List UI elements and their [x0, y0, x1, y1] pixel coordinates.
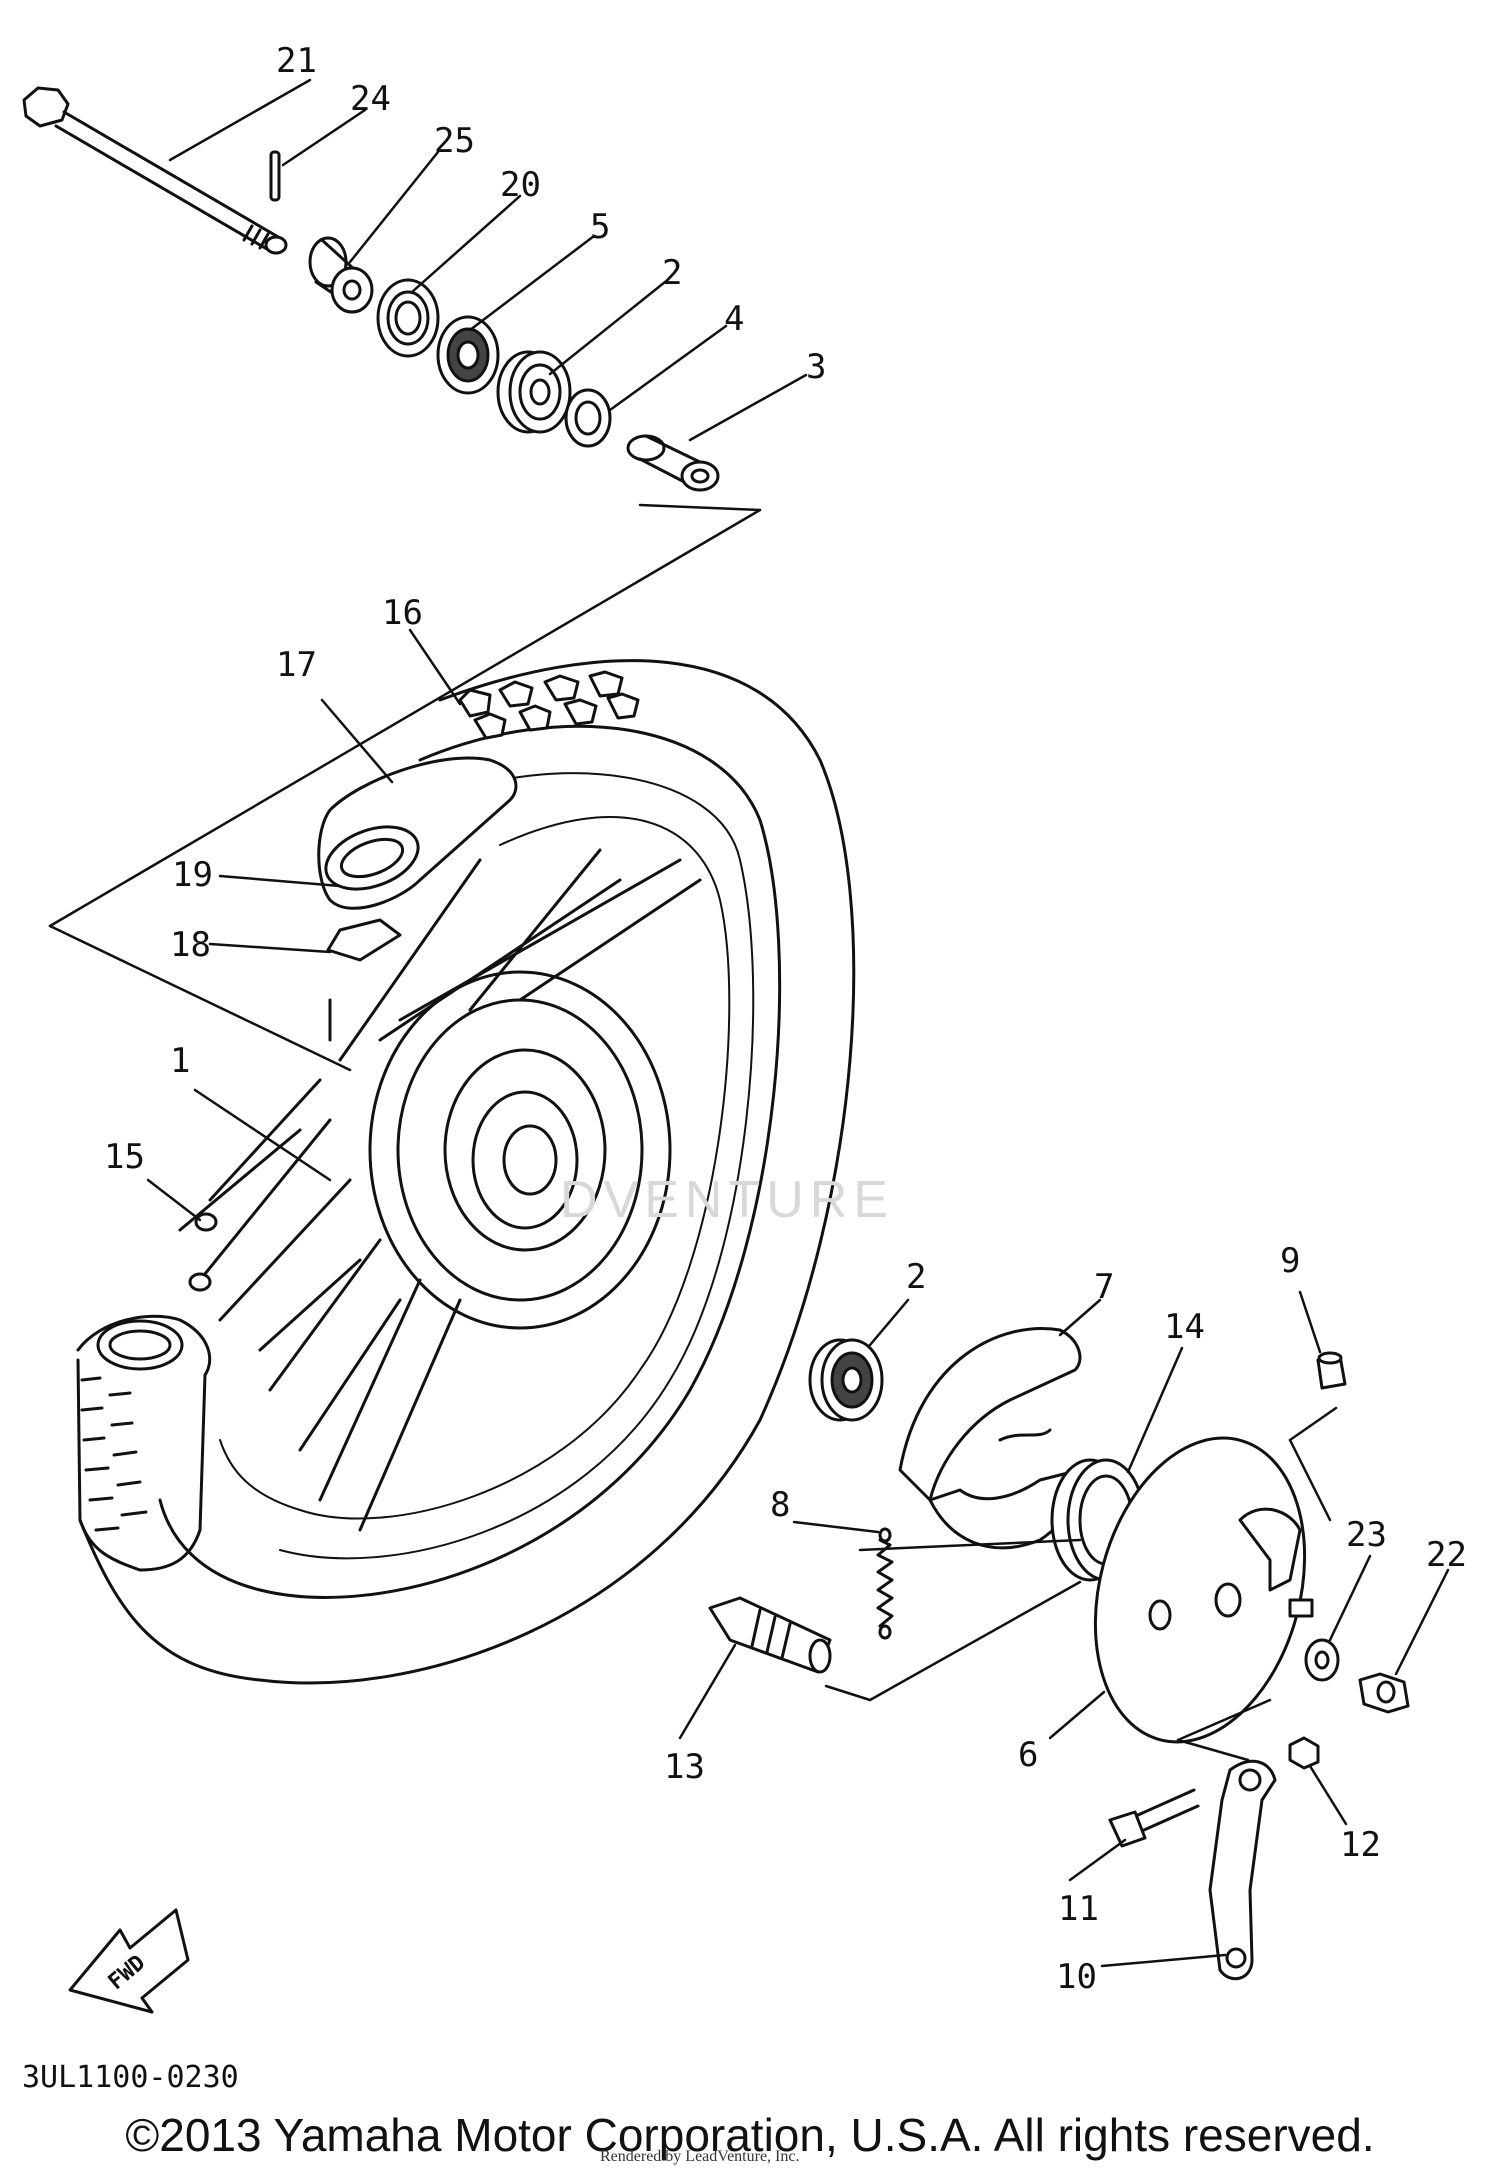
callout-12: 12: [1340, 1825, 1381, 1865]
callout-5: 5: [590, 207, 610, 247]
cam-lever-part: [1208, 1759, 1277, 1981]
tire-section-part: [76, 1314, 212, 1572]
brake-plate-part: [1093, 1436, 1314, 1744]
cam-seal-part: [1316, 1351, 1347, 1390]
bearing-part-b: [496, 350, 572, 434]
washer-part: [1304, 1638, 1340, 1682]
callout-7: 7: [1094, 1267, 1114, 1307]
spacer-flange-part: [564, 388, 612, 448]
rim-band-part: [326, 918, 402, 962]
nipple-part: [188, 1212, 218, 1292]
callout-15: 15: [104, 1137, 145, 1177]
callout-18: 18: [170, 925, 211, 965]
callout-8: 8: [770, 1485, 790, 1525]
spacer-part: [626, 434, 720, 492]
callout-16: 16: [382, 593, 423, 633]
bearing-part-a: [436, 315, 500, 395]
cotter-pin-part: [269, 150, 281, 202]
callout-24: 24: [350, 79, 391, 119]
callout-23: 23: [1346, 1515, 1387, 1555]
axle-part: [22, 86, 288, 255]
callout-4: 4: [724, 299, 744, 339]
diagram-code: 3UL1100-0230: [22, 2060, 239, 2095]
camshaft-part: [708, 1596, 832, 1674]
callout-22: 22: [1426, 1535, 1467, 1575]
callout-20: 20: [500, 165, 541, 205]
spring-part: [876, 1527, 894, 1640]
callout-17: 17: [276, 645, 317, 685]
callout-19: 19: [172, 855, 213, 895]
nut-part: [1358, 1672, 1410, 1714]
callout-2b: 2: [906, 1257, 926, 1297]
bearing-part-c: [808, 1338, 884, 1422]
callout-13: 13: [664, 1747, 705, 1787]
callout-2: 2: [662, 253, 682, 293]
hub-and-spokes-part: [178, 848, 702, 1532]
callout-21: 21: [276, 41, 317, 81]
callout-3: 3: [806, 347, 826, 387]
leader-lines: [48, 78, 1450, 1968]
callout-10: 10: [1056, 1957, 1097, 1997]
callout-25: 25: [434, 121, 475, 161]
collar-part: [308, 236, 374, 314]
tube-part: [317, 756, 518, 910]
oil-seal-part: [376, 278, 440, 358]
callout-9: 9: [1280, 1241, 1300, 1281]
fwd-arrow-icon: [68, 1908, 190, 2014]
nut-small-part: [1288, 1736, 1320, 1770]
brake-shoe-part: [898, 1327, 1083, 1550]
copyright-notice: ©2013 Yamaha Motor Corporation, U.S.A. A…: [125, 2109, 1375, 2161]
callout-labels: 21 24 25 20 5 2 4 3 16 17 19 18 1 15 2 7…: [104, 41, 1467, 1997]
callout-6: 6: [1018, 1735, 1038, 1775]
callout-11: 11: [1058, 1889, 1099, 1929]
render-credit: Rendered by LeadVenture, Inc.: [600, 2148, 800, 2165]
callout-1: 1: [170, 1041, 190, 1081]
callout-14: 14: [1164, 1307, 1205, 1347]
watermark: DVENTURE: [560, 1171, 895, 1229]
bolt-part: [1108, 1788, 1200, 1848]
tire-part: [78, 659, 856, 1685]
